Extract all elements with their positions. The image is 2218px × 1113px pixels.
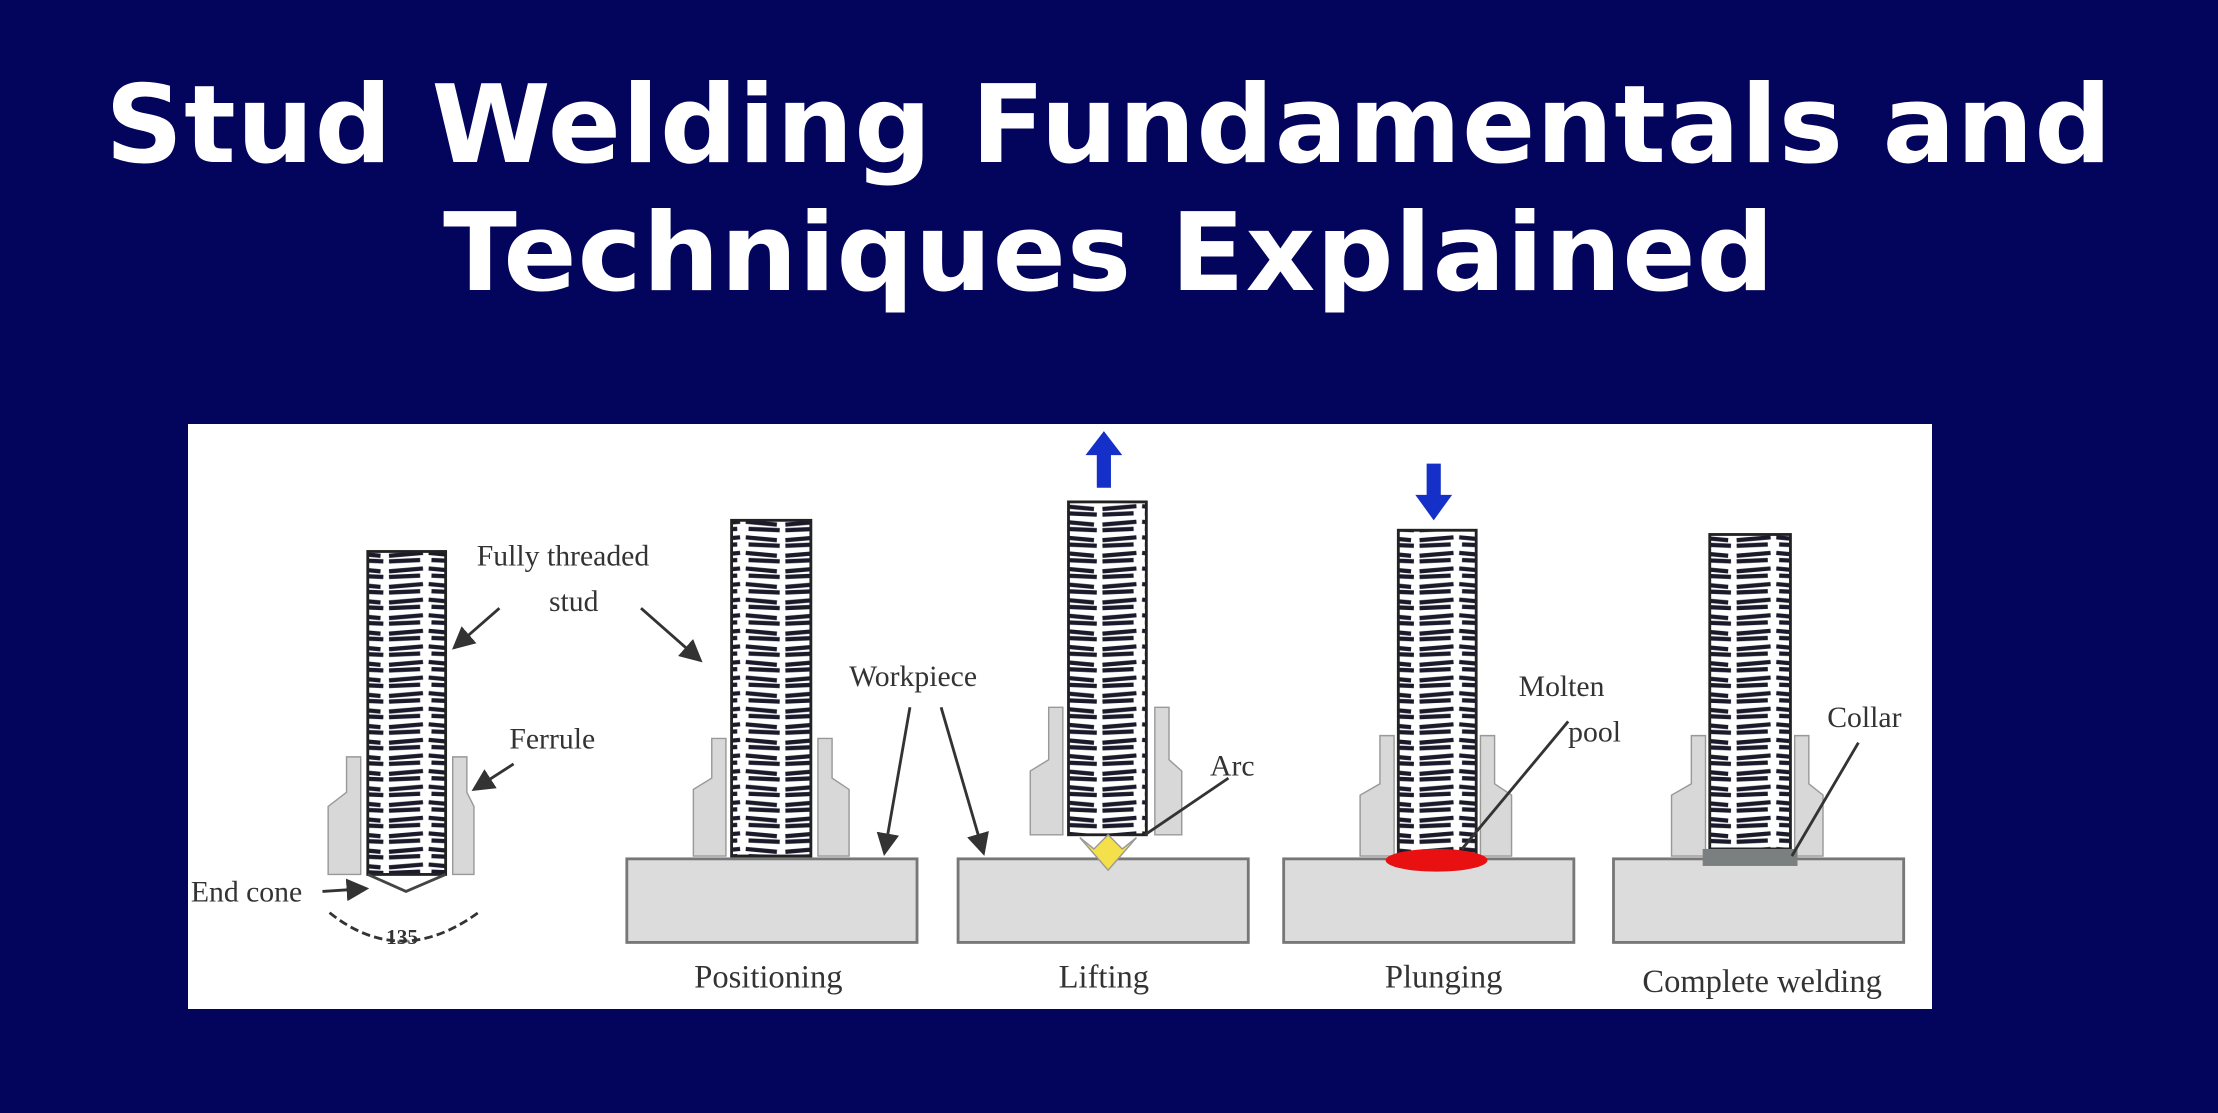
- label-workpiece: Workpiece: [849, 661, 977, 693]
- page-title: Stud Welding Fundamentals and Techniques…: [0, 62, 2218, 318]
- diagram-svg: Fully threaded stud Ferrule End cone 135…: [191, 431, 1906, 1000]
- label-fully-threaded: Fully threaded: [477, 541, 650, 573]
- threaded-stud-3: [1067, 500, 1148, 837]
- workpiece-positioning: [625, 857, 919, 944]
- title-line-2: Techniques Explained: [443, 191, 1775, 316]
- label-pool: pool: [1568, 716, 1621, 748]
- stage-lifting: Lifting: [1059, 960, 1149, 996]
- arc-spark: [1079, 833, 1137, 872]
- stage-positioning: Positioning: [694, 960, 842, 996]
- down-arrow-icon: [1415, 463, 1453, 521]
- label-angle: 135: [386, 925, 418, 949]
- stage-complete-welding: Complete welding: [1642, 964, 1881, 1000]
- threaded-stud-5: [1708, 533, 1792, 851]
- label-end-cone: End cone: [191, 876, 302, 908]
- up-arrow-icon: [1085, 431, 1123, 488]
- collar: [1702, 848, 1798, 866]
- title-line-1: Stud Welding Fundamentals and: [105, 63, 2113, 188]
- threaded-stud-2: [730, 518, 813, 858]
- label-arc: Arc: [1210, 750, 1255, 782]
- threaded-stud-1: [366, 550, 448, 876]
- stud-welding-diagram: Fully threaded stud Ferrule End cone 135…: [188, 424, 1932, 1009]
- ferrule-1: [327, 756, 475, 876]
- molten-pool: [1385, 848, 1488, 872]
- label-collar: Collar: [1827, 702, 1901, 734]
- label-stud: stud: [549, 586, 599, 618]
- label-molten: Molten: [1519, 671, 1605, 703]
- stage-plunging: Plunging: [1385, 960, 1503, 996]
- end-cone: [367, 873, 447, 893]
- workpiece-lifting: [956, 857, 1250, 944]
- workpiece-complete: [1612, 857, 1906, 944]
- label-ferrule: Ferrule: [509, 723, 595, 755]
- angle-arc: [328, 911, 480, 943]
- threaded-stud-4: [1396, 528, 1478, 858]
